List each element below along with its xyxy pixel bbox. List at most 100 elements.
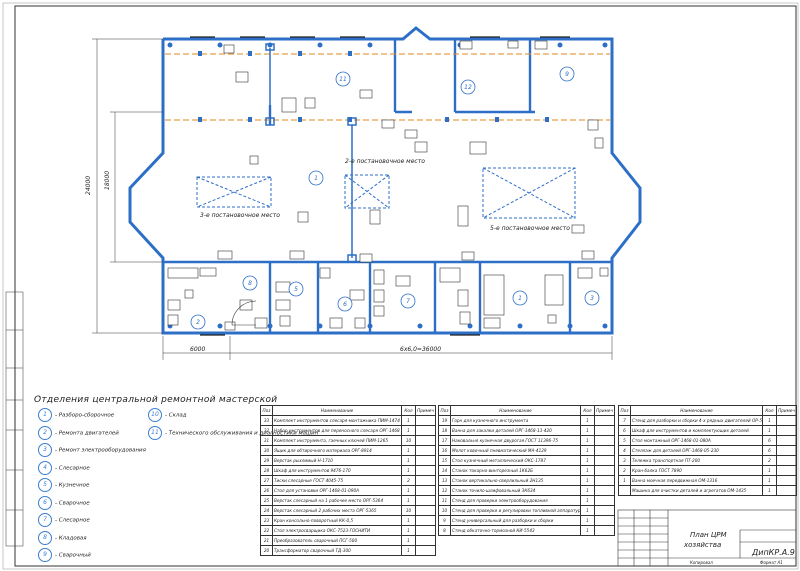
table-cell bbox=[415, 525, 436, 536]
table-cell bbox=[415, 485, 436, 496]
sheet-frame bbox=[14, 5, 797, 567]
dim-bottom-left: 6000 bbox=[190, 346, 205, 353]
legend-item-label: - Слесарное bbox=[55, 465, 90, 471]
door bbox=[231, 300, 257, 326]
legend-item-label: - Сварочный bbox=[55, 552, 91, 559]
table-cell bbox=[776, 425, 797, 436]
table-cell bbox=[415, 465, 436, 476]
legend-item: 4- Слесарное bbox=[38, 460, 90, 475]
table-cell: Стеллаж для деталей ОРГ-1468-05-230 bbox=[630, 445, 763, 456]
legend-item: 7- Слесарное bbox=[38, 513, 90, 527]
table-cell: 26 bbox=[260, 485, 273, 496]
table-header-cell: Наименование bbox=[272, 405, 402, 416]
work-posts bbox=[196, 167, 576, 219]
table-cell: 16 bbox=[438, 445, 451, 456]
table-header-cell: Примеч bbox=[594, 405, 615, 416]
interior-walls bbox=[163, 39, 612, 333]
table-cell: Верстак слесарный 2 рабочих места ОРГ-53… bbox=[272, 505, 402, 516]
table-cell: 30 bbox=[260, 445, 273, 456]
legend-title: Отделения центральной ремонтной мастерск… bbox=[34, 395, 278, 405]
table-cell: 25 bbox=[260, 495, 273, 506]
table-cell: 1 bbox=[401, 415, 416, 426]
legend-item-number: 1 bbox=[38, 408, 52, 422]
table-cell: 1 bbox=[580, 445, 595, 456]
table-cell: 21 bbox=[260, 535, 273, 546]
table-cell: Стенд для проверки и регулировки топливн… bbox=[450, 505, 581, 516]
table-cell: 1 bbox=[580, 505, 595, 516]
table-row: Машина для очистки деталей и агрегатов О… bbox=[618, 485, 797, 496]
legend-item-number: 5 bbox=[38, 478, 52, 492]
table-cell: 28 bbox=[260, 465, 273, 476]
table-cell: Шкаф для инструментов 9476-170 bbox=[272, 465, 402, 476]
legend-item-label: - Ремонта двигателей bbox=[55, 430, 119, 436]
table-cell: 14 bbox=[438, 465, 451, 476]
table-cell: Станок токарно-винторезный 1К62Б bbox=[450, 465, 581, 476]
table-cell bbox=[415, 425, 436, 436]
table-cell bbox=[415, 415, 436, 426]
svg-text:3: 3 bbox=[590, 295, 594, 302]
table-cell: 1 bbox=[401, 545, 416, 556]
legend-item: 9- Сварочный bbox=[38, 548, 91, 562]
table-cell bbox=[594, 525, 615, 536]
table-cell: 29 bbox=[260, 455, 273, 466]
table-cell: 1 bbox=[580, 525, 595, 536]
svg-text:5: 5 bbox=[294, 286, 298, 293]
stamp-subtitle: хозяйства bbox=[684, 541, 722, 549]
room-markers bbox=[190, 66, 600, 330]
table-cell bbox=[594, 485, 615, 496]
svg-text:12: 12 bbox=[464, 84, 472, 91]
svg-text:1: 1 bbox=[518, 295, 522, 302]
table-cell: 9 bbox=[438, 515, 451, 526]
table-cell: Стенд для разборки и сборки 4-х рядных д… bbox=[630, 415, 763, 426]
legend-item-label: - Слесарное bbox=[55, 517, 90, 524]
table-cell bbox=[776, 475, 797, 486]
crane-rails bbox=[165, 53, 610, 121]
post-label-2: 2-е постановочное место bbox=[345, 158, 425, 165]
legend-item-label: - Кладовая bbox=[55, 535, 87, 541]
table-cell: 2 bbox=[618, 465, 631, 476]
table-cell: 15 bbox=[438, 455, 451, 466]
table-cell: Ванна для закалки деталей ОРГ-1468-13-42… bbox=[450, 425, 581, 436]
table-cell: Машина для очистки деталей и агрегатов О… bbox=[630, 485, 763, 496]
legend-item-number: 9 bbox=[38, 548, 52, 562]
title-block-lines bbox=[617, 509, 797, 567]
table-cell: 19 bbox=[438, 415, 451, 426]
table-cell: 31 bbox=[260, 435, 273, 446]
table-cell bbox=[594, 465, 615, 476]
svg-text:7: 7 bbox=[406, 298, 410, 305]
table-cell: Верстак рыхлимый Н-1710 bbox=[272, 455, 402, 466]
table-cell: Станок точило-шлифовальный ЗК634 bbox=[450, 485, 581, 496]
table-cell bbox=[415, 475, 436, 486]
dim-vertical-inner: 18000 bbox=[104, 171, 111, 190]
post-label-5: 5-е постановочное место bbox=[490, 225, 570, 232]
table-cell bbox=[776, 465, 797, 476]
table-cell: Наковальня кузнечная двурогая ГОСТ 11396… bbox=[450, 435, 581, 446]
table-cell: 1 bbox=[401, 455, 416, 466]
table-cell: 10 bbox=[438, 505, 451, 516]
legend-item: 11- Технического обслуживания и диагност… bbox=[148, 425, 318, 440]
table-cell: 33 bbox=[260, 415, 273, 426]
table-cell: Стенд универсальный для разборки и сборк… bbox=[450, 515, 581, 526]
legend-item: 3- Ремонт электрооборудования bbox=[38, 443, 146, 457]
table-cell: Станок вертикально-сверлильный 2Н135 bbox=[450, 475, 581, 486]
stamp-format: Формат А1 bbox=[760, 560, 783, 565]
legend-item: 10- Склад bbox=[148, 408, 187, 422]
table-header-cell: Поз bbox=[438, 405, 451, 416]
